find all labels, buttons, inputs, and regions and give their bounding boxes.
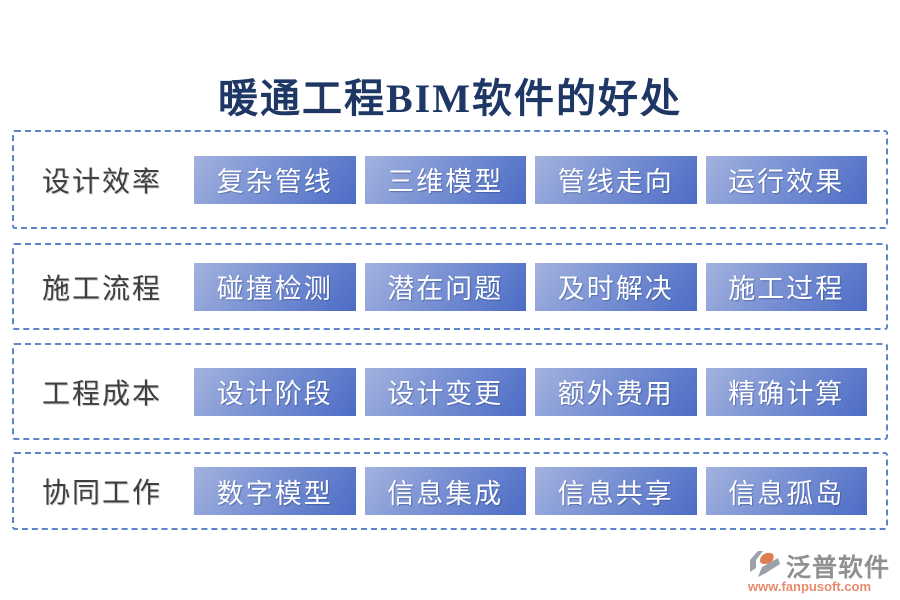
benefit-row: 工程成本设计阶段设计变更额外费用精确计算	[12, 343, 888, 440]
row-buttons: 数字模型信息集成信息共享信息孤岛	[194, 467, 867, 515]
row-label: 施工流程	[42, 273, 163, 305]
brand-name: 泛普软件	[786, 555, 891, 582]
benefit-button[interactable]: 管线走向	[535, 155, 697, 204]
row-buttons: 设计阶段设计变更额外费用精确计算	[194, 367, 867, 416]
benefit-button[interactable]: 信息共享	[535, 467, 697, 515]
benefit-button[interactable]: 运行效果	[705, 155, 867, 204]
benefit-button[interactable]: 数字模型	[194, 467, 356, 515]
benefit-button[interactable]: 三维模型	[364, 155, 526, 204]
page-title: 暖通工程BIM软件的好处	[218, 76, 682, 121]
benefit-button[interactable]: 信息集成	[364, 467, 526, 515]
benefit-row: 设计效率复杂管线三维模型管线走向运行效果	[12, 130, 888, 229]
row-label: 协同工作	[42, 478, 163, 509]
benefit-button[interactable]: 施工过程	[705, 262, 867, 311]
brand-url[interactable]: www.fanpusoft.com	[748, 579, 872, 594]
benefit-button[interactable]: 额外费用	[535, 367, 697, 416]
benefit-button[interactable]: 精确计算	[705, 367, 867, 416]
brand-footer: 泛普软件 www.fanpusoft.com	[746, 546, 892, 596]
benefit-button[interactable]: 信息孤岛	[705, 467, 867, 515]
row-buttons: 复杂管线三维模型管线走向运行效果	[194, 155, 867, 204]
fanpu-logo-icon	[750, 551, 780, 577]
benefit-button[interactable]: 设计阶段	[194, 367, 356, 416]
benefit-button[interactable]: 碰撞检测	[194, 262, 356, 311]
benefit-button[interactable]: 复杂管线	[194, 155, 356, 204]
benefit-button[interactable]: 设计变更	[364, 367, 526, 416]
benefit-row: 施工流程碰撞检测潜在问题及时解决施工过程	[12, 243, 888, 330]
row-label: 工程成本	[42, 378, 163, 410]
row-buttons: 碰撞检测潜在问题及时解决施工过程	[194, 262, 867, 311]
benefit-button[interactable]: 潜在问题	[364, 262, 526, 311]
benefit-row: 协同工作数字模型信息集成信息共享信息孤岛	[12, 452, 888, 530]
benefit-button[interactable]: 及时解决	[535, 262, 697, 311]
row-label: 设计效率	[42, 166, 163, 198]
